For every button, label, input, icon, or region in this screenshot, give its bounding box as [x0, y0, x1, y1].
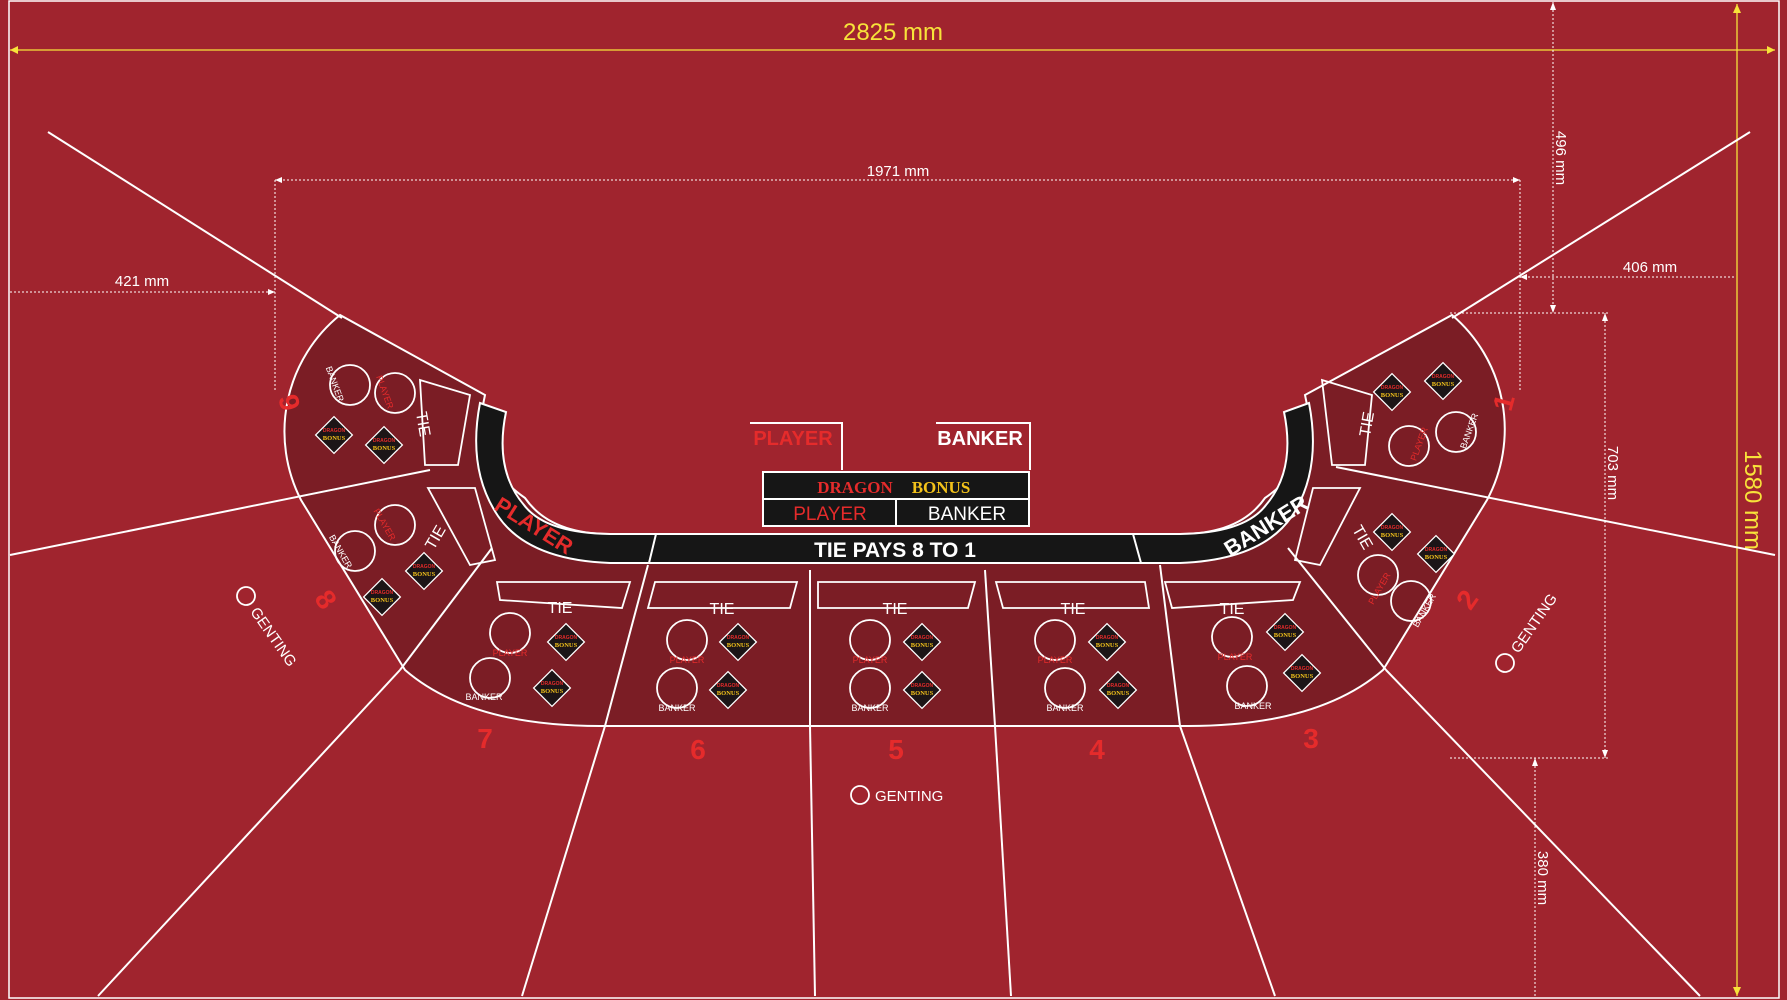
- seat-tie-label: TIE: [1061, 601, 1086, 618]
- banker-spot[interactable]: [334, 530, 376, 572]
- spot-player-label: PLAYER: [1038, 655, 1073, 665]
- outer-frame: [8, 0, 1780, 999]
- tie-pays-label: TIE PAYS 8 TO 1: [814, 539, 976, 562]
- dealer-rail: [475, 401, 1314, 564]
- genting-logo-icon: [850, 785, 870, 805]
- player-spot[interactable]: [849, 619, 891, 661]
- seat-tie-label: TIE: [1357, 410, 1378, 437]
- top-bet-panel: PLAYER BANKER DRAGON BONUS PLAYER BANKER: [750, 422, 1031, 527]
- player-spot[interactable]: [1211, 616, 1253, 658]
- spot-player-label: PLAYER: [1218, 652, 1253, 662]
- panel-banker-box: BANKER: [928, 504, 1006, 525]
- spot-banker-label: BANKER: [658, 703, 696, 713]
- seat-number: 6: [690, 734, 706, 765]
- banker-spot[interactable]: [656, 667, 698, 709]
- panel-dragon-word: DRAGON: [817, 478, 893, 497]
- seat-tie-label: TIE: [710, 601, 735, 618]
- left-offset-label: 421 mm: [115, 273, 169, 290]
- banker-spot[interactable]: [329, 364, 371, 406]
- panel-banker-label: BANKER: [937, 428, 1023, 450]
- seat-tie-label: TIE: [1220, 601, 1245, 618]
- genting-logo-icon: [1495, 653, 1515, 673]
- player-spot[interactable]: [374, 504, 416, 546]
- player-spot[interactable]: [666, 619, 708, 661]
- right-offset-label: 406 mm: [1623, 259, 1677, 276]
- seat-number: 1: [1487, 391, 1521, 414]
- player-spot[interactable]: [1388, 425, 1430, 467]
- player-spot[interactable]: [489, 612, 531, 654]
- seat-number: 4: [1089, 734, 1105, 765]
- dimension-lines: 2825 mm 1580 mm 1971 mm 421 mm 406 mm 49…: [10, 2, 1775, 996]
- banker-spot[interactable]: [1226, 665, 1268, 707]
- spot-banker-label: BANKER: [1234, 701, 1272, 711]
- total-width-label: 2825 mm: [843, 19, 943, 46]
- table-depth-label: 703 mm: [1604, 446, 1621, 500]
- banker-spot[interactable]: [1044, 667, 1086, 709]
- rail-divider-left: [648, 533, 657, 564]
- player-spot[interactable]: [1034, 619, 1076, 661]
- seat-number: 3: [1303, 723, 1319, 754]
- banker-spot[interactable]: [469, 657, 511, 699]
- genting-logo-text: GENTING: [875, 788, 943, 805]
- seat-divider-lines: [9, 131, 1776, 997]
- panel-bonus-word: BONUS: [912, 478, 971, 497]
- seat-number: 7: [477, 723, 493, 754]
- rail-divider-right: [1132, 533, 1142, 564]
- bottom-offset-label: 380 mm: [1534, 851, 1551, 905]
- total-height-label: 1580 mm: [1739, 450, 1766, 550]
- genting-logo-bottom: GENTING: [850, 785, 943, 805]
- top-offset-label: 496 mm: [1552, 131, 1569, 185]
- spot-banker-label: BANKER: [465, 692, 503, 702]
- player-spot[interactable]: [374, 372, 416, 414]
- panel-player-label: PLAYER: [753, 428, 833, 450]
- seat-betting-spots: [329, 364, 1477, 709]
- banker-spot[interactable]: [1435, 411, 1477, 453]
- seat-number: 5: [888, 734, 904, 765]
- spot-banker-label: BANKER: [851, 703, 889, 713]
- seat-tie-label: TIE: [548, 600, 573, 617]
- seat-number: 9: [272, 391, 306, 414]
- panel-player-box: PLAYER: [793, 504, 867, 525]
- spot-player-label: PLAYER: [670, 655, 705, 665]
- spot-player-label: PLAYER: [853, 655, 888, 665]
- spot-player-label: PLAYER: [493, 648, 528, 658]
- banker-spot[interactable]: [1390, 580, 1432, 622]
- spot-banker-label: BANKER: [1046, 703, 1084, 713]
- seat-tie-label: TIE: [883, 601, 908, 618]
- inner-width-label: 1971 mm: [867, 163, 930, 180]
- seat-tie-label: TIE: [412, 410, 433, 437]
- banker-spot[interactable]: [849, 667, 891, 709]
- player-spot[interactable]: [1357, 554, 1399, 596]
- tie-boxes: [419, 378, 1373, 609]
- genting-logo-icon: [236, 586, 256, 606]
